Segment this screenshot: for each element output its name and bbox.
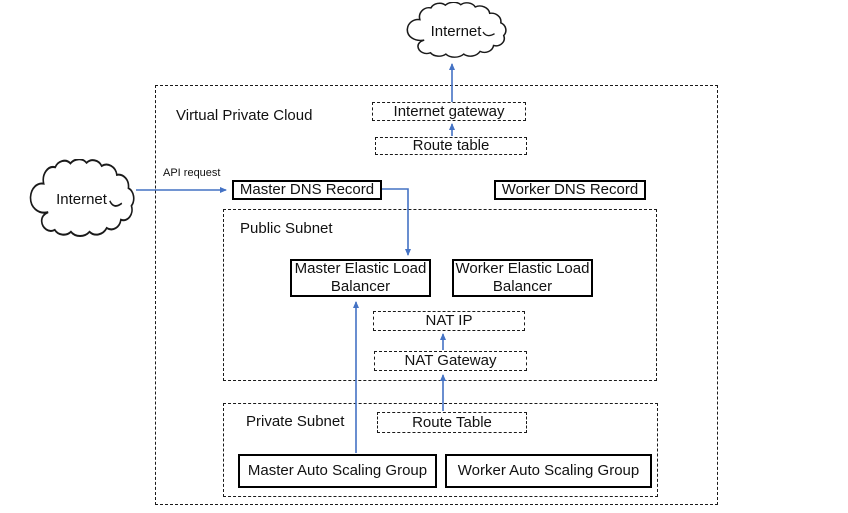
node-worker-dns-record: Worker DNS Record: [494, 180, 646, 200]
cloud-icon: [29, 159, 135, 238]
node-nat-gateway: NAT Gateway: [374, 351, 527, 371]
internet-cloud-left-label: Internet: [56, 191, 107, 208]
private-subnet-label: Private Subnet: [246, 413, 345, 430]
node-master-dns-record: Master DNS Record: [232, 180, 382, 200]
node-master-auto-scaling-group: Master Auto Scaling Group: [238, 454, 437, 488]
internet-cloud-top-label: Internet: [430, 22, 482, 40]
node-private-route-table: Route Table: [377, 412, 527, 433]
public-subnet-label: Public Subnet: [240, 220, 333, 237]
node-worker-elastic-load-balancer: Worker Elastic Load Balancer: [452, 259, 593, 297]
node-master-elastic-load-balancer: Master Elastic Load Balancer: [290, 259, 431, 297]
internet-cloud-left: Internet: [26, 159, 137, 240]
node-internet-gateway: Internet gateway: [372, 102, 526, 121]
internet-cloud-top: Internet: [403, 2, 509, 60]
cloud-icon: [406, 2, 507, 58]
vpc-boundary: Virtual Private Cloud: [155, 85, 718, 505]
private-subnet-boundary: Private Subnet: [223, 403, 658, 497]
node-worker-auto-scaling-group: Worker Auto Scaling Group: [445, 454, 652, 488]
api-request-label: API request: [163, 167, 221, 179]
node-vpc-route-table: Route table: [375, 137, 527, 155]
node-nat-ip: NAT IP: [373, 311, 525, 331]
vpc-label: Virtual Private Cloud: [176, 107, 313, 124]
